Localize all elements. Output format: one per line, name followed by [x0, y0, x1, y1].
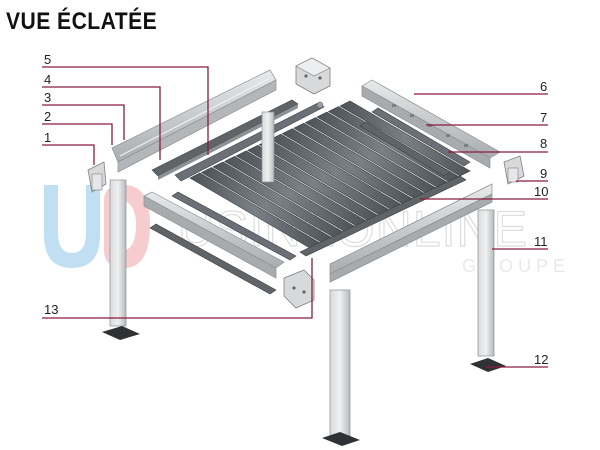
front-left-beam [143, 191, 285, 279]
callout-2: 2 [44, 109, 51, 124]
corner-bracket-right [503, 155, 525, 185]
callout-12: 12 [534, 352, 548, 367]
callout-8: 8 [540, 136, 547, 151]
corner-bracket-left [87, 161, 107, 193]
post-left [102, 179, 140, 340]
front-left-rail-lower [149, 223, 277, 295]
watermark-logo-u [44, 185, 100, 268]
diagram-title: VUE ÉCLATÉE [6, 8, 158, 35]
callout-9: 9 [540, 166, 547, 181]
leader-lines [42, 66, 548, 368]
roof-slat [339, 100, 471, 177]
callout-10: 10 [534, 184, 548, 199]
front-left-rail-upper [171, 191, 297, 261]
callout-3: 3 [44, 90, 51, 105]
post-rear [261, 111, 275, 183]
callout-6: 6 [540, 79, 547, 94]
post-right [470, 209, 506, 372]
corner-bracket-front [283, 269, 315, 309]
corner-bracket-rear [295, 57, 331, 95]
front-right-beam [329, 183, 493, 283]
roof-slats [189, 100, 471, 249]
callout-13: 13 [44, 302, 58, 317]
callout-labels: 5 4 3 2 1 6 7 8 9 10 11 12 13 [44, 52, 548, 367]
callout-1: 1 [44, 130, 51, 145]
rail-part-8 [359, 121, 451, 177]
callout-5: 5 [44, 52, 51, 67]
rail-part-7 [371, 107, 471, 167]
callout-4: 4 [44, 72, 51, 87]
post-front [322, 289, 360, 446]
callout-7: 7 [540, 110, 547, 125]
rear-left-beam [111, 69, 277, 173]
rail-part-13 [299, 175, 467, 257]
callout-11: 11 [534, 234, 548, 249]
